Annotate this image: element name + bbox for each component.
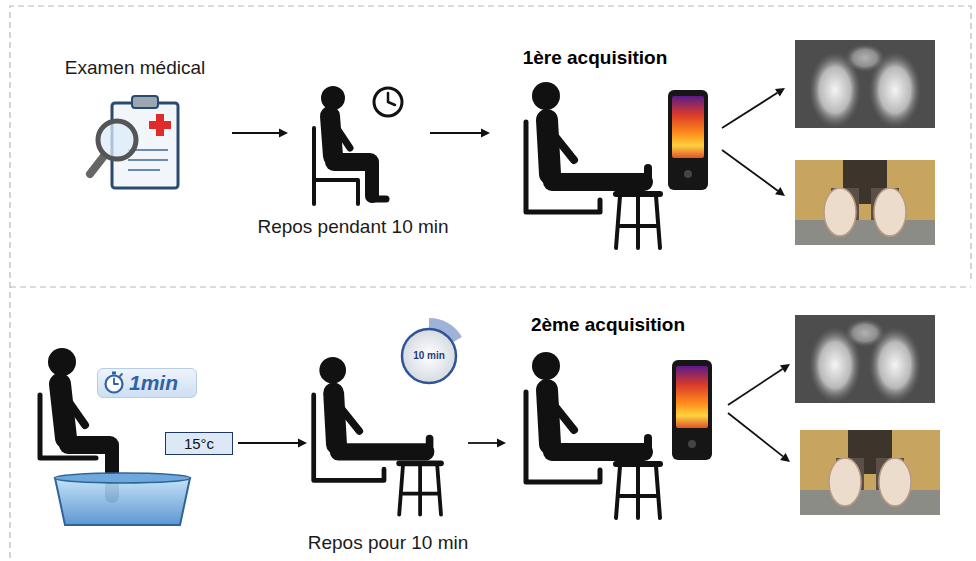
acquisition-step: 1ère acquisition bbox=[494, 80, 664, 225]
arrow-head bbox=[279, 129, 288, 138]
panel-frame bbox=[10, 6, 971, 558]
image-arrows bbox=[722, 88, 790, 462]
image-arrows bbox=[728, 369, 783, 405]
clock-rim bbox=[402, 329, 456, 383]
step-label: 2ème acquisition bbox=[531, 314, 685, 337]
exam-step: Examen médical bbox=[62, 92, 228, 192]
water-basin bbox=[55, 473, 191, 525]
clipboard-icon bbox=[90, 156, 104, 174]
foot-bath-person bbox=[48, 348, 76, 376]
panel-frame bbox=[10, 286, 971, 287]
illustration bbox=[795, 315, 935, 403]
clipboard-icon bbox=[132, 96, 158, 108]
panel-frame bbox=[10, 6, 971, 558]
arrow-shaft bbox=[232, 132, 279, 134]
resting-person-icon bbox=[334, 124, 350, 148]
resting-person-icon bbox=[314, 86, 402, 204]
image-arrows bbox=[728, 413, 783, 456]
resting-person-icon bbox=[388, 93, 395, 105]
arrow-shaft bbox=[468, 442, 497, 444]
foot-bath-person bbox=[68, 436, 110, 454]
arrow-head bbox=[497, 439, 506, 448]
illustration bbox=[526, 82, 660, 248]
illustration bbox=[526, 352, 660, 518]
illustration bbox=[800, 430, 940, 515]
clipboard-icon bbox=[90, 96, 178, 188]
step-label: Repos pendant 10 min bbox=[257, 216, 448, 239]
illustration bbox=[795, 160, 935, 245]
clipboard-icon bbox=[98, 121, 136, 159]
illustration bbox=[672, 360, 712, 460]
flow-arrow bbox=[238, 439, 307, 448]
image-arrows bbox=[775, 88, 785, 97]
arrow-head bbox=[481, 129, 490, 138]
step-label: 1ère acquisition bbox=[523, 47, 668, 70]
flow-arrow bbox=[468, 439, 506, 448]
node-text: 10 min bbox=[413, 350, 445, 362]
resting-person-icon bbox=[334, 153, 370, 171]
flow-arrow bbox=[430, 129, 490, 138]
rest-step: Repos pendant 10 min bbox=[292, 82, 426, 206]
rest-step: Repos pour 10 min10 min bbox=[312, 318, 464, 528]
resting-person-icon bbox=[365, 164, 379, 196]
arrow-head bbox=[298, 439, 307, 448]
foot-bath-person bbox=[64, 395, 85, 425]
flow-arrow bbox=[232, 129, 288, 138]
acquisition-step: 2ème acquisition bbox=[510, 345, 670, 520]
step-label: Repos pour 10 min bbox=[308, 532, 469, 555]
node-text: 1min bbox=[129, 370, 178, 395]
clipboard-icon bbox=[149, 121, 171, 129]
stopwatch-icon bbox=[102, 370, 126, 394]
step-label: Examen médical bbox=[65, 57, 205, 80]
water-basin bbox=[55, 473, 191, 483]
resting-person-icon bbox=[321, 86, 345, 110]
arrow-shaft bbox=[238, 442, 298, 444]
arrow-shaft bbox=[430, 132, 481, 134]
image-arrows bbox=[722, 93, 777, 128]
stopwatch-hands bbox=[114, 374, 122, 384]
illustration bbox=[668, 90, 708, 190]
resting-person-icon bbox=[374, 88, 402, 116]
image-arrows bbox=[780, 453, 790, 462]
illustration bbox=[795, 40, 935, 128]
timer-badge: 1min bbox=[97, 368, 197, 398]
resting-person-icon bbox=[372, 196, 386, 203]
image-arrows bbox=[775, 187, 785, 196]
stopwatch-button bbox=[112, 372, 116, 375]
image-arrows bbox=[780, 364, 790, 373]
image-arrows bbox=[722, 150, 778, 191]
clock-circle: 10 min bbox=[400, 327, 458, 385]
water-basin bbox=[55, 478, 190, 525]
temperature-box: 15°c bbox=[165, 432, 233, 455]
node-text: 15°c bbox=[184, 435, 214, 453]
